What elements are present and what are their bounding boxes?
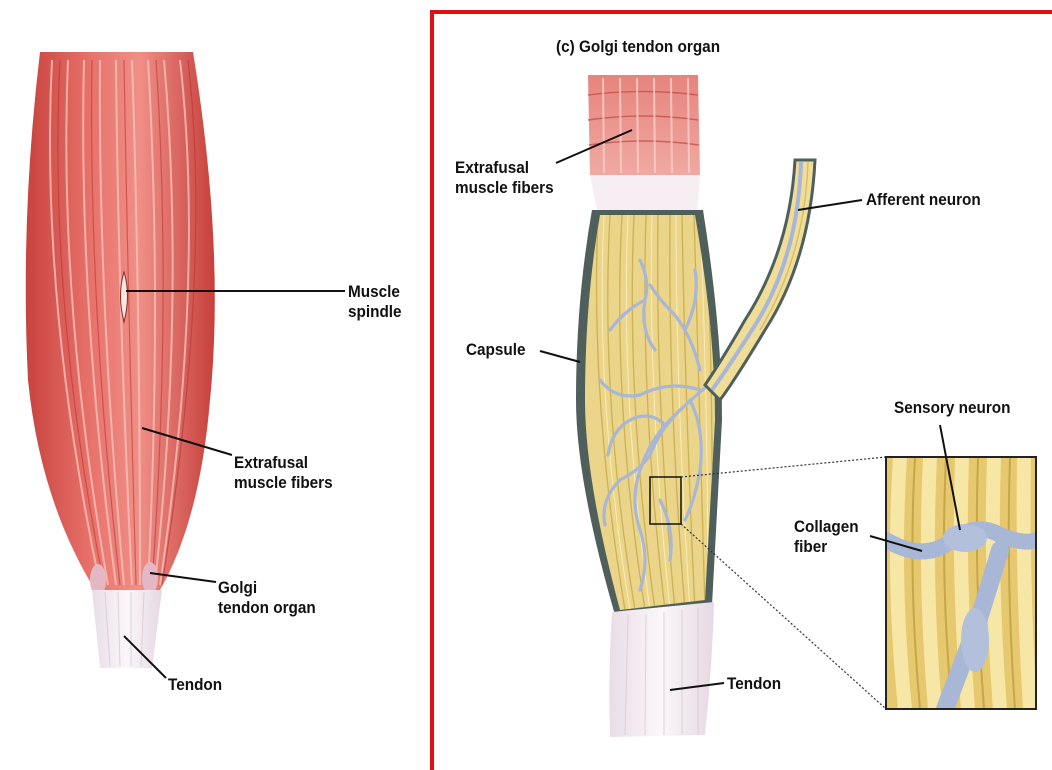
panel-title: (c) Golgi tendon organ [556,37,720,57]
label-afferent-neuron: Afferent neuron [866,190,981,210]
label-muscle-spindle: Muscle spindle [348,282,402,322]
highlight-frame [430,10,1052,770]
label-collagen-fiber: Collagen fiber [794,517,859,557]
muscle-belly [26,52,215,590]
label-tendon-left: Tendon [168,675,222,695]
label-extrafusal-left: Extrafusal muscle fibers [234,453,333,493]
golgi-tendon-organ-right [142,562,158,594]
label-tendon-right: Tendon [727,674,781,694]
label-golgi-left: Golgi tendon organ [218,578,316,618]
tendon-left [92,590,162,668]
label-capsule: Capsule [466,340,526,360]
label-sensory-neuron: Sensory neuron [894,398,1010,418]
label-extrafusal-right: Extrafusal muscle fibers [455,158,554,198]
